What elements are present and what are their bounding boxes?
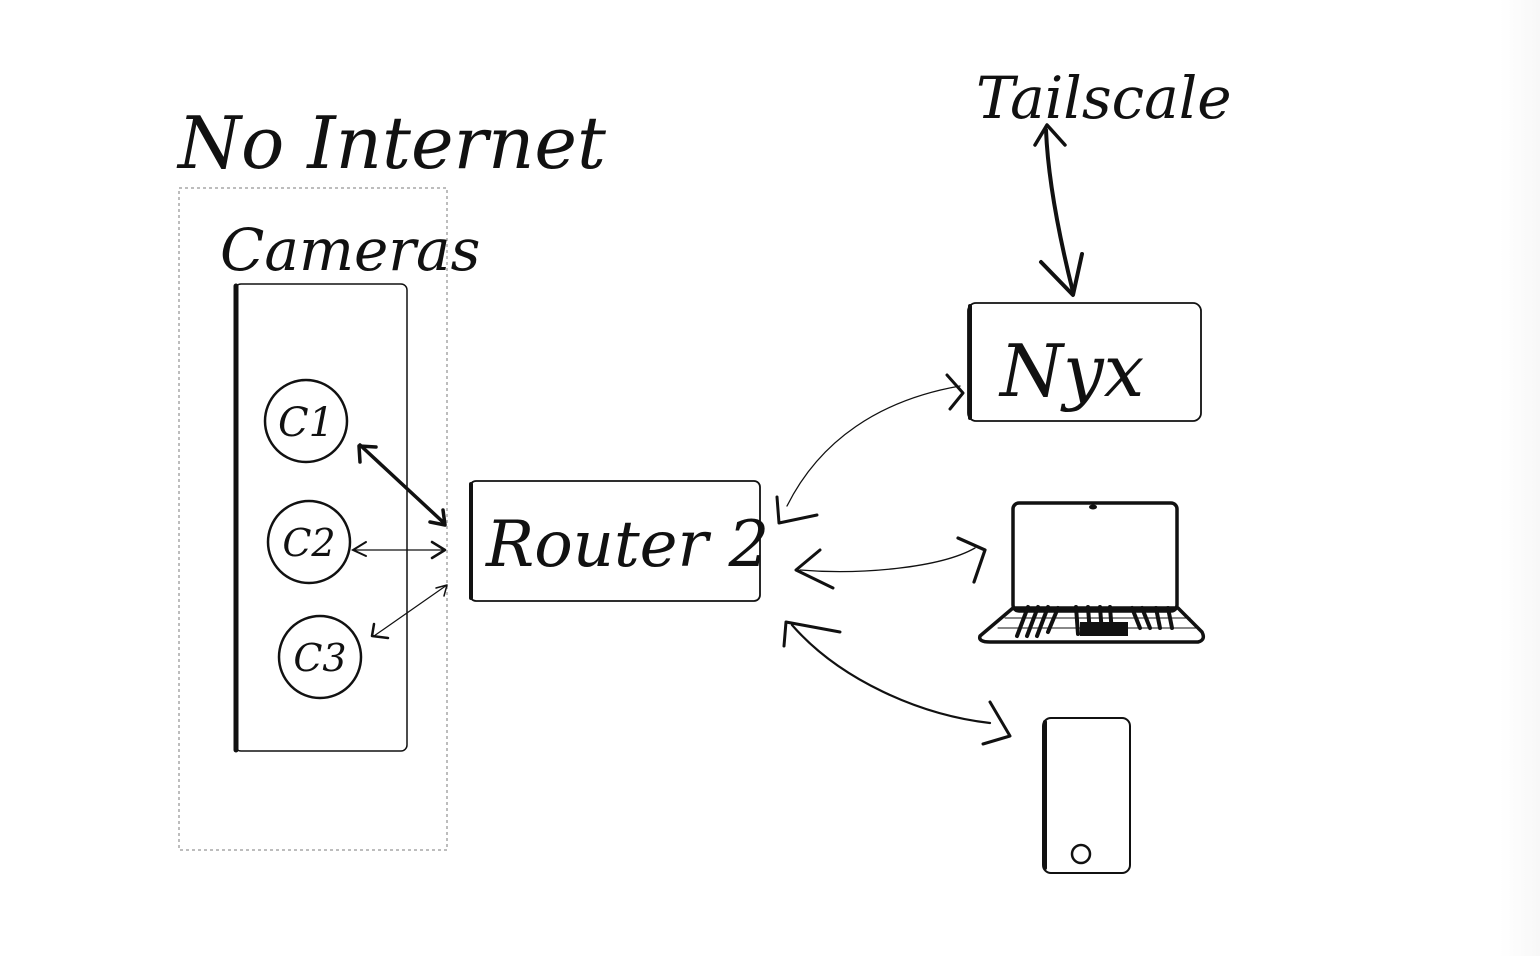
arrow-c2-router (351, 540, 447, 560)
camera-label-c1: C1 (278, 400, 334, 446)
laptop-icon[interactable] (977, 501, 1206, 644)
arrow-c3-router (370, 584, 448, 640)
camera-node-c2[interactable]: C2 (266, 499, 352, 585)
camera-label-c2: C2 (282, 521, 335, 565)
phone-icon[interactable] (1042, 717, 1131, 874)
arrow-router-phone (782, 620, 1012, 746)
camera-node-c3[interactable]: C3 (277, 614, 363, 700)
arrow-c1-router (357, 443, 447, 527)
arrow-nyx-tailscale (1033, 123, 1084, 297)
router-node[interactable]: Router 2 (469, 480, 769, 602)
camera-label-c3: C3 (293, 636, 346, 680)
canvas-edge-shadow (1500, 0, 1540, 956)
camera-node-c1[interactable]: C1 (263, 378, 349, 464)
zone-label-no-internet: No Internet (176, 101, 607, 185)
server-label-nyx: Nyx (998, 329, 1144, 413)
router-label: Router 2 (485, 508, 769, 582)
arrow-router-nyx (775, 373, 965, 525)
cameras-label: Cameras (220, 216, 480, 284)
arrow-router-laptop (794, 536, 987, 590)
no-internet-zone (178, 187, 448, 851)
tailscale-label: Tailscale (976, 64, 1232, 132)
server-node-nyx[interactable]: Nyx (967, 302, 1202, 422)
cameras-panel (233, 283, 408, 753)
